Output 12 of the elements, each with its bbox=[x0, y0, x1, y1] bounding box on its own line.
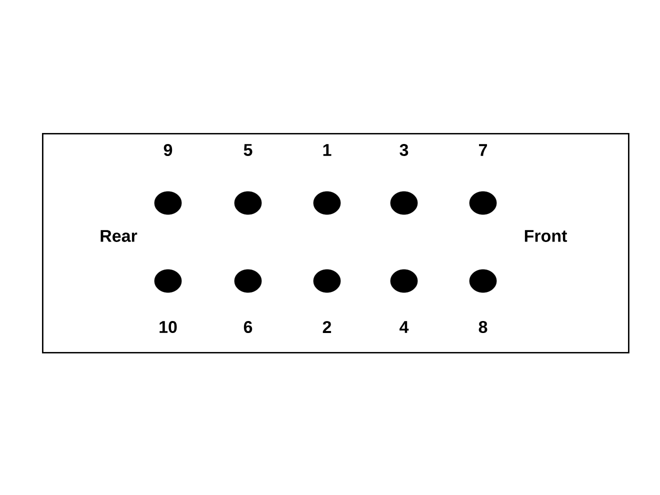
number-label: 7 bbox=[479, 144, 487, 156]
number-label: 4 bbox=[400, 321, 409, 333]
number-label: 5 bbox=[244, 144, 252, 156]
number-label: 3 bbox=[400, 144, 408, 156]
number-label: 10 bbox=[160, 320, 177, 334]
number-label: 8 bbox=[478, 320, 488, 334]
number-label: 6 bbox=[244, 320, 252, 334]
number-label: 9 bbox=[164, 144, 172, 156]
side-label: Rear bbox=[100, 230, 138, 242]
side-label: Front bbox=[524, 230, 568, 242]
number-label: 2 bbox=[322, 321, 332, 333]
number-label: 1 bbox=[323, 144, 332, 156]
